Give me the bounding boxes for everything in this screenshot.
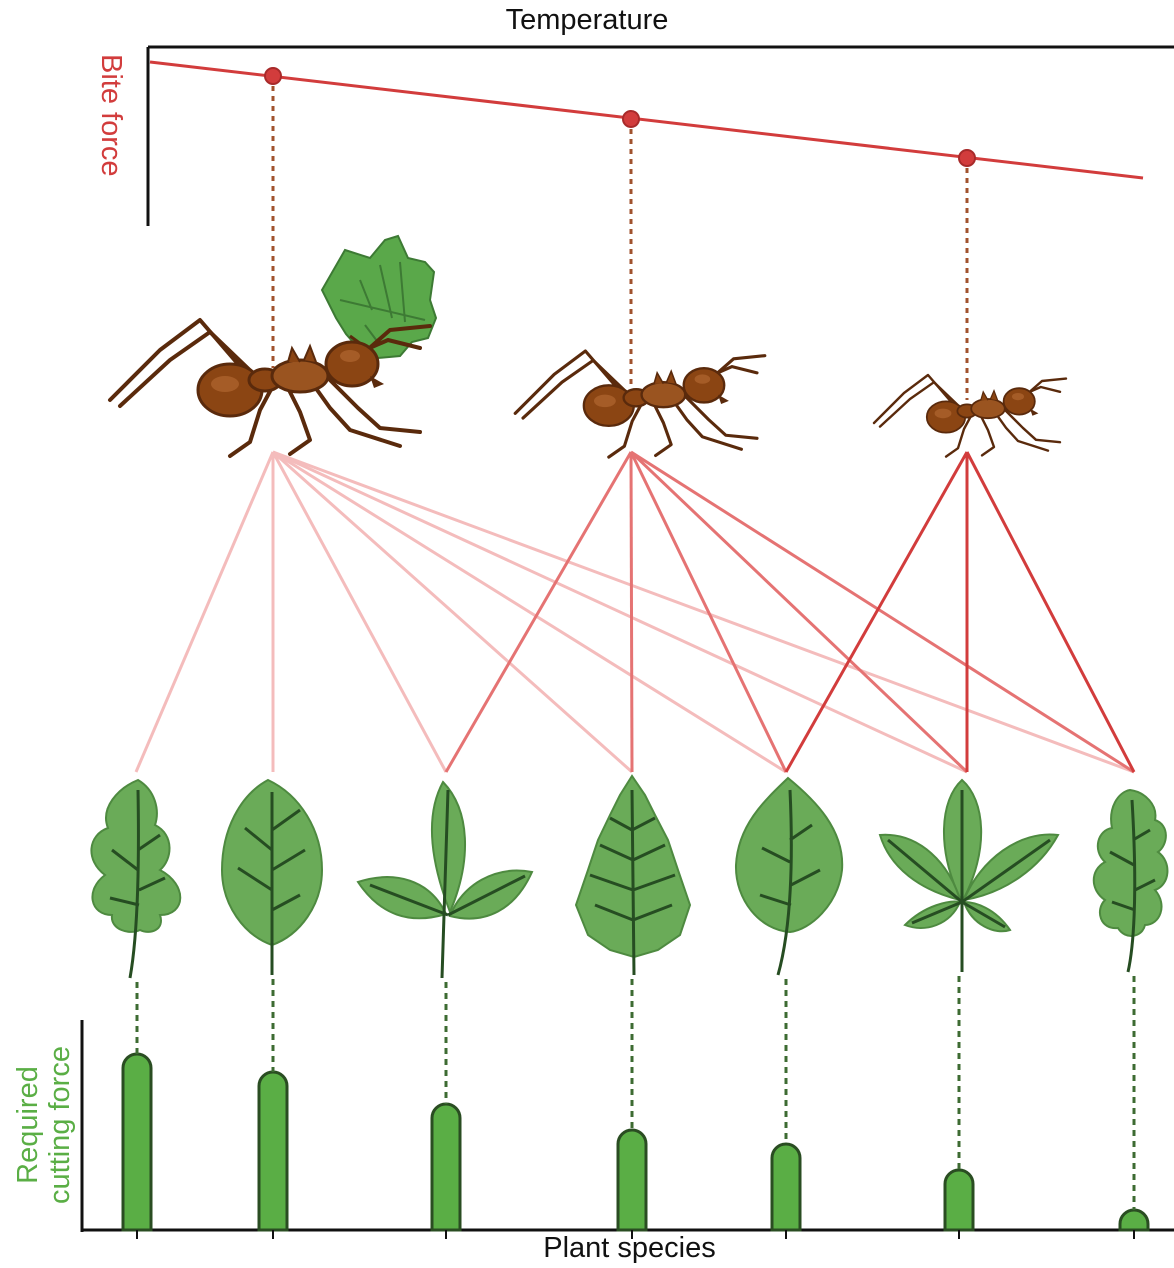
bite-force-axis-label: Bite force [94, 54, 127, 177]
leaf-icon [91, 776, 1167, 978]
cutting-force-bar-7 [1120, 1210, 1148, 1230]
cutting-force-bars [123, 1054, 1148, 1230]
bite-point-small [959, 150, 975, 166]
small-ant-links [786, 452, 1134, 772]
bite-force-axes [148, 47, 1174, 226]
plant-species-axis-label: Plant species [0, 1232, 1174, 1265]
small-ant-icon [874, 375, 1066, 457]
cutting-force-bar-6 [945, 1170, 973, 1230]
cutting-force-bar-5 [772, 1144, 800, 1230]
large-ant-links [136, 452, 1134, 772]
temperature-axis-label: Temperature [0, 4, 1174, 37]
cutting-force-label-line2: cutting force [44, 1035, 76, 1215]
medium-ant-links [446, 452, 1134, 772]
medium-ant-icon [515, 351, 765, 457]
cutting-force-bar-4 [618, 1130, 646, 1230]
bite-point-large [265, 68, 281, 84]
cutting-force-label-line1: Required [12, 1035, 44, 1215]
bite-point-medium [623, 111, 639, 127]
cutting-force-bar-2 [259, 1072, 287, 1230]
cutting-force-bar-1 [123, 1054, 151, 1230]
bite-force-line [150, 62, 1143, 178]
cutting-force-bar-3 [432, 1104, 460, 1230]
cutting-force-axis-label: Required cutting force [12, 1035, 76, 1215]
